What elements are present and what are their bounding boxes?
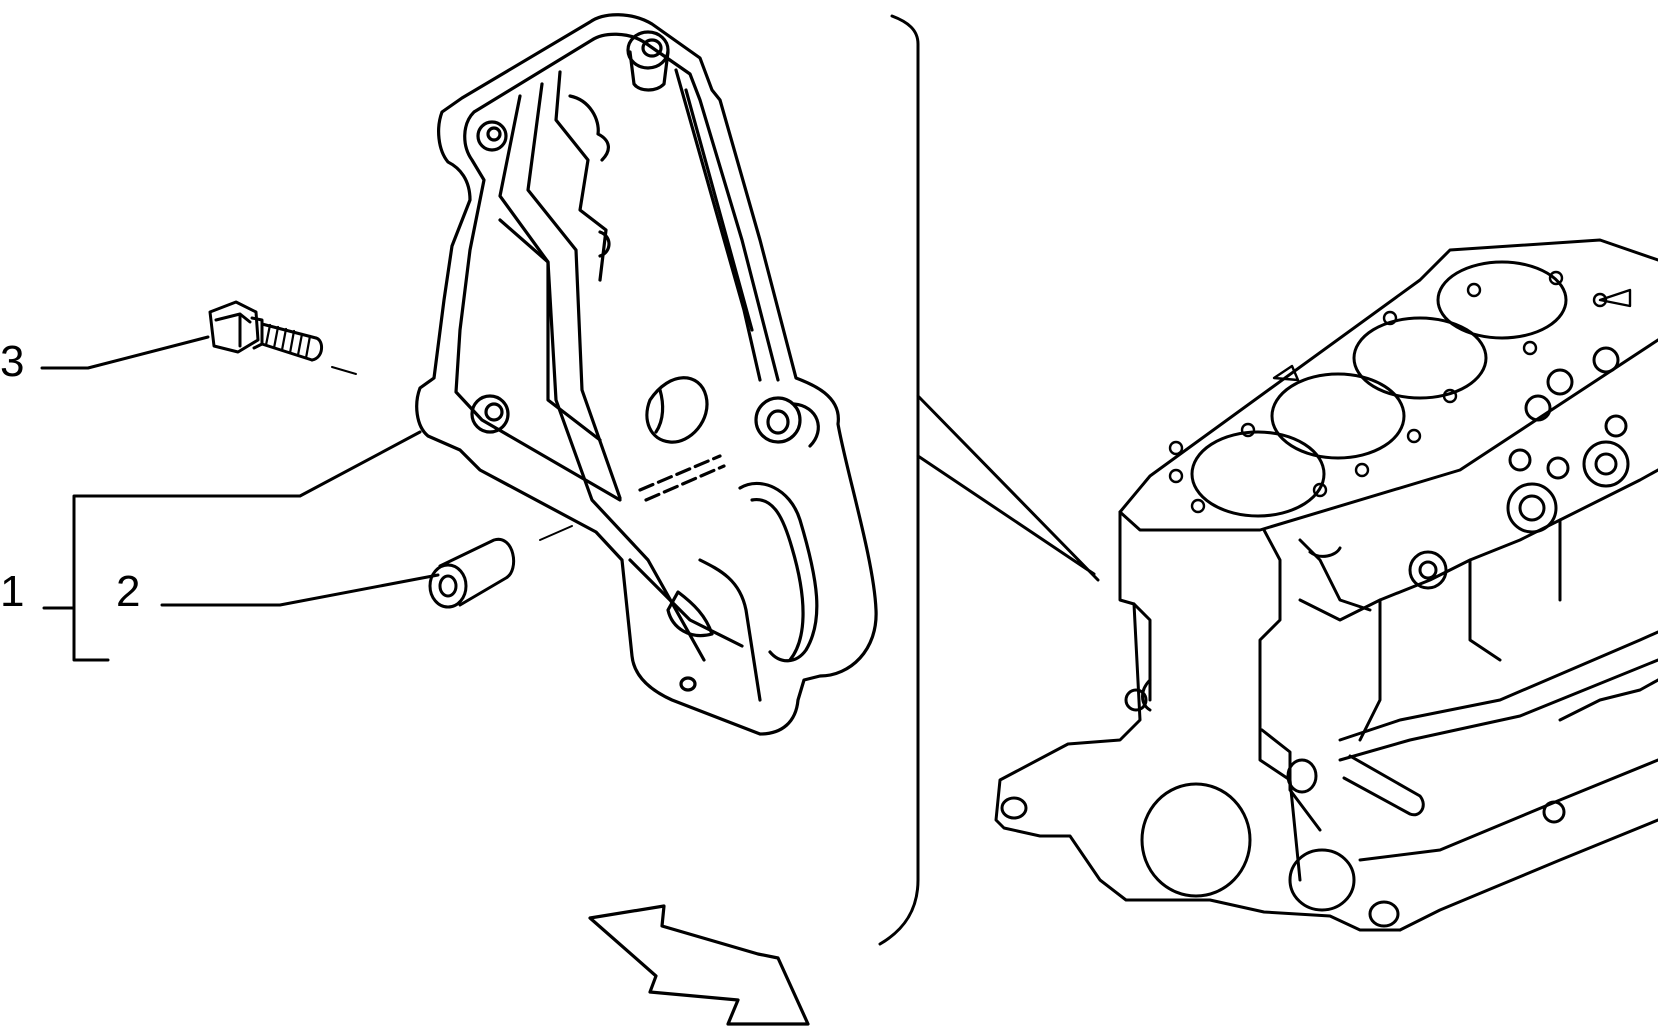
leader-line-2 xyxy=(160,573,440,607)
bushing-part-2 xyxy=(428,525,573,609)
callout-label-2: 2 xyxy=(116,567,141,616)
engine-block xyxy=(994,238,1658,932)
right-mount-hole xyxy=(754,396,802,444)
bolt-head xyxy=(208,300,260,354)
bolt-part-3 xyxy=(208,300,357,375)
assembly-bracket xyxy=(878,14,1100,946)
left-lower-mount-hole xyxy=(470,394,510,434)
central-cutout xyxy=(645,376,709,444)
cylinder-bore-4 xyxy=(1436,260,1568,340)
callout-label-1: 1 xyxy=(0,567,25,616)
engine-block-deck xyxy=(1118,238,1658,532)
side-boss-1 xyxy=(1408,550,1448,590)
group-bracket-1 xyxy=(42,430,422,662)
leader-lines xyxy=(40,335,440,662)
cylinder-bore-3 xyxy=(1352,316,1488,400)
leader-line-3 xyxy=(40,335,210,370)
cylinder-bore-2 xyxy=(1270,372,1406,460)
bushing-end xyxy=(428,563,468,609)
timing-cover-bracket xyxy=(415,13,878,736)
cover-outline xyxy=(415,13,878,736)
callout-label-3: 3 xyxy=(0,337,25,386)
arrow-down-right-icon xyxy=(588,904,810,1026)
crank-bore xyxy=(1140,782,1252,898)
top-mount-hole xyxy=(626,30,670,70)
cylinder-bore-1 xyxy=(1190,430,1326,518)
left-upper-mount-hole xyxy=(476,120,508,152)
bolt-shank xyxy=(260,322,318,362)
